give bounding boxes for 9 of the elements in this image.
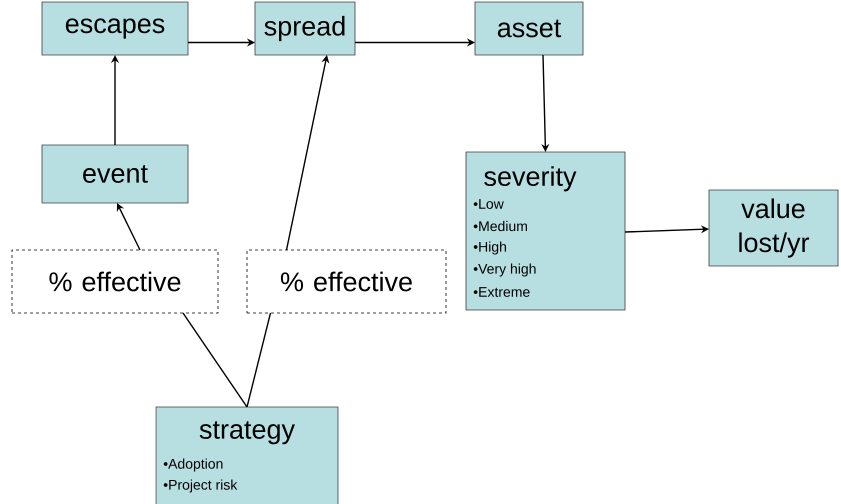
list-box: severity •Low •Medium •High •Very high •Extreme xyxy=(466,152,626,310)
process-box: value lost/yr xyxy=(708,190,838,266)
process-box: event xyxy=(42,144,188,204)
list-box: strategy •Adoption •Project risk xyxy=(156,406,338,504)
process-box: asset xyxy=(474,2,584,56)
process-box: escapes xyxy=(42,2,188,56)
process-box: spread xyxy=(254,2,356,56)
dashed-box: % effective xyxy=(246,250,446,314)
dashed-box: % effective xyxy=(12,250,218,314)
